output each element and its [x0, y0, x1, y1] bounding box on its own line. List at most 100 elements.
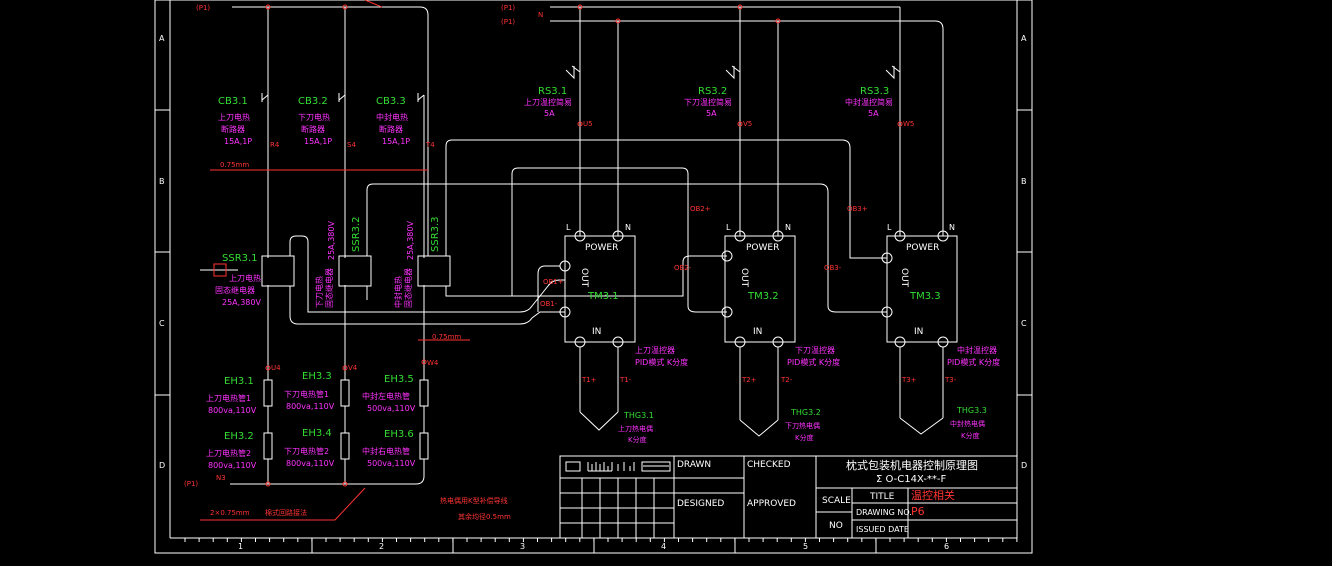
bottom-notes: 2×0.75mm 棉式回路接法 热电偶用K型补偿导线 其余均径0.5mm — [210, 496, 511, 521]
relay-tag: RS3.1 — [538, 86, 567, 97]
col-label: 1 — [238, 542, 243, 551]
ssr-desc: 固态继电器 — [403, 268, 413, 308]
heater-tag: EH3.1 — [224, 376, 254, 387]
wire-label: V5 — [743, 120, 752, 128]
ssr-rating: 25A,380V — [222, 298, 261, 307]
controller-tm3-1: POWER IN OUT TM3.1 上刀温控器 PID模式 K分度 OB1+ … — [540, 230, 688, 431]
wire-label: T3+ — [901, 376, 917, 384]
svg-text:N: N — [949, 223, 955, 232]
heater-eh3-4: EH3.4 下刀电热管2 800va,110V — [284, 428, 335, 468]
heater-tag: EH3.2 — [224, 431, 254, 442]
thermocouple-thg3-2: THG3.2 下刀热电偶 K分度 — [785, 408, 821, 442]
heater-tag: EH3.6 — [384, 429, 414, 440]
title-block-company: 枕式包装机电器控制原理图 — [846, 458, 978, 472]
breaker-cb3-2: CB3.2 下刀电热 断路器 15A,1P S4 — [298, 96, 356, 149]
wire-label: T4 — [425, 141, 435, 149]
svg-text:L: L — [887, 223, 892, 232]
supply-n3-label: N3 — [216, 474, 226, 482]
wire-label: T2- — [780, 376, 793, 384]
breaker-cb3-1: CB3.1 上刀电热 断路器 15A,1P R4 — [218, 96, 280, 149]
controller-power-label: POWER — [746, 243, 779, 253]
relay-desc: 中封温控简易 — [845, 97, 893, 107]
ssr-wiring — [200, 139, 887, 325]
relay-desc: 下刀温控简易 — [684, 97, 732, 107]
tc-tag: THG3.3 — [956, 406, 987, 415]
heater-desc: 中封右电热管 — [362, 446, 410, 456]
heater-symbols — [263, 359, 429, 460]
svg-text:N: N — [625, 223, 631, 232]
controller-out-label: OUT — [739, 268, 749, 288]
controller-tm3-3: POWER IN OUT TM3.3 中封温控器 PID模式 K分度 OB3+ … — [824, 205, 1000, 435]
ssr-3-2: SSR3.2 下刀电热 固态继电器 25A,380V — [314, 216, 362, 308]
relay-rs3-1: RS3.1 上刀温控简易 5A U5 — [524, 86, 593, 128]
controller-desc: 上刀温控器 — [635, 345, 675, 355]
controller-tag: TM3.1 — [587, 291, 619, 302]
relay-tag: RS3.2 — [698, 86, 727, 97]
breaker-desc: 中封电热 — [376, 112, 408, 122]
supply-p1-label: (P1) — [501, 4, 515, 12]
controller-in-label: IN — [753, 327, 762, 337]
ssr-desc: 固态继电器 — [324, 268, 334, 308]
ssr-desc: 固态继电器 — [215, 285, 255, 295]
breaker-rating: 15A,1P — [382, 137, 410, 146]
ssr-desc: 下刀电热 — [314, 276, 324, 308]
heater-tag: EH3.4 — [302, 428, 332, 439]
wire-label: T3- — [944, 376, 957, 384]
wire-label: T2+ — [741, 376, 757, 384]
wire-label: OB1+ — [543, 278, 564, 286]
breaker-rating: 15A,1P — [224, 137, 252, 146]
title-block-drawn-label: DRAWN — [677, 460, 711, 470]
tc-tag: THG3.1 — [623, 411, 654, 420]
breaker-symbols — [261, 93, 425, 108]
wire-075-label: 0.75mm — [432, 333, 461, 341]
wire-label: S4 — [347, 141, 356, 149]
ssr-desc: 中封电热 — [393, 276, 403, 308]
title-block — [559, 455, 1018, 539]
controller-out-label: OUT — [899, 268, 909, 288]
breaker-tag: CB3.1 — [218, 96, 248, 107]
tc-desc: 下刀热电偶 — [785, 421, 820, 430]
controller-desc: 下刀温控器 — [795, 345, 835, 355]
relay-tag: RS3.3 — [860, 86, 889, 97]
heater-eh3-2: EH3.2 上刀电热管2 800va,110V — [206, 431, 257, 470]
heater-desc: 下刀电热管1 — [284, 389, 329, 399]
title-block-issued-label: ISSUED DATE — [856, 525, 909, 534]
heater-rating: 800va,110V — [208, 461, 257, 470]
heater-desc: 上刀电热管1 — [206, 393, 251, 403]
breaker-desc: 上刀电热 — [218, 112, 250, 122]
controller-desc: PID模式 K分度 — [787, 357, 840, 367]
title-block-checked-label: CHECKED — [747, 460, 791, 470]
tc-desc: K分度 — [961, 431, 980, 440]
supply-p1-label: (P1) — [501, 18, 515, 26]
title-block-designed-label: DESIGNED — [677, 499, 724, 509]
controller-power-label: POWER — [906, 243, 939, 253]
heater-eh3-6: EH3.6 中封右电热管 500va,110V — [362, 429, 416, 468]
thermocouple-thg3-1: THG3.1 上刀热电偶 K分度 — [618, 411, 654, 444]
wire-label: V4 — [348, 364, 358, 372]
col-label: 2 — [379, 542, 384, 551]
wire-label: OB1- — [540, 300, 558, 308]
wire-075-label: 0.75mm — [220, 161, 249, 169]
bottom-wire-desc: 棉式回路接法 — [265, 508, 307, 517]
svg-text:L: L — [566, 223, 571, 232]
heater-desc: 上刀电热管2 — [206, 448, 251, 458]
controller-supply-wiring — [550, 4, 944, 236]
tc-tag: THG3.2 — [790, 408, 821, 417]
tc-desc: K分度 — [795, 433, 814, 442]
title-block-scale-label: SCALE — [822, 496, 851, 506]
heater-eh3-3: EH3.3 下刀电热管1 800va,110V — [284, 371, 335, 411]
heater-tag: EH3.3 — [302, 371, 332, 382]
controller-desc: 中封温控器 — [957, 345, 997, 355]
supply-p1-label: (P1) — [196, 4, 210, 12]
row-label: B — [159, 177, 165, 186]
svg-text:N: N — [785, 223, 791, 232]
relay-rs3-3: RS3.3 中封温控简易 5A W5 — [845, 86, 914, 128]
row-label: C — [159, 319, 165, 328]
breaker-desc: 下刀电热 — [298, 112, 330, 122]
heater-rating: 800va,110V — [208, 406, 257, 415]
row-label: D — [1021, 461, 1027, 470]
thermocouple-thg3-3: THG3.3 中封热电偶 K分度 — [950, 406, 987, 440]
wire-label: OB3+ — [847, 205, 868, 213]
